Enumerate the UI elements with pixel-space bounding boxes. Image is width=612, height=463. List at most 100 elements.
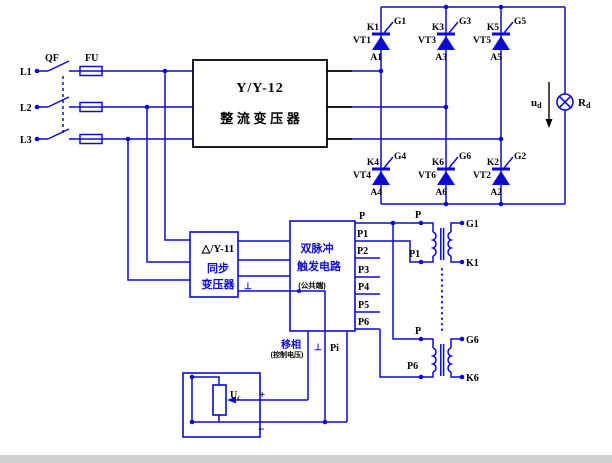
thyristor-name: VT6 [418, 171, 436, 181]
terminal-dot [459, 374, 465, 380]
thyristor-triangle [437, 36, 455, 50]
gate-lead [503, 21, 514, 34]
gate-lead [448, 156, 459, 169]
anode-label: A3 [435, 53, 447, 63]
gate-lead [448, 21, 459, 34]
phase-shift-label: 移相 [281, 338, 301, 351]
fuse-l3 [79, 133, 103, 145]
sync-transformer-box [189, 231, 239, 298]
power-input: L1 L2 L3 QF FU [20, 53, 193, 146]
fuse-label: FU [85, 53, 98, 64]
wire [450, 338, 462, 348]
cathode-label: K2 [487, 158, 499, 168]
ud-label: ud [531, 97, 542, 110]
junction-dot [418, 336, 424, 342]
gate-label: G5 [514, 17, 526, 27]
fuse-l1 [79, 65, 103, 77]
gate-out-label: G1 [466, 219, 479, 230]
fuse-l2 [79, 101, 103, 113]
pulse-transformer-2: P P6 G6 K6 [407, 326, 479, 384]
gate-label: G3 [459, 17, 471, 27]
cathode-label: K4 [367, 158, 379, 168]
terminal-label-p5: P5 [358, 300, 369, 311]
thyristor-triangle [492, 36, 510, 50]
phase-label-l1: L1 [20, 67, 32, 78]
gate-lead [383, 156, 394, 169]
wire [450, 256, 462, 263]
anode-label: A5 [490, 53, 502, 63]
uc-sub: c [237, 393, 241, 402]
thyristor-vt6: K6 G6 VT6 A6 [418, 152, 471, 198]
ud-sub: d [537, 101, 542, 110]
wiper-arrowhead [227, 396, 236, 404]
ground-symbol: ⊥ [314, 342, 322, 352]
gate-label: G1 [394, 17, 406, 27]
sync-transformer: △/Y-11 同步 变压器 ⊥ [201, 240, 326, 422]
p-rail-drop [392, 223, 434, 348]
gate-label: G6 [459, 152, 471, 162]
thyristor-triangle [372, 36, 390, 50]
trigger-line2: 触发电路 [296, 259, 342, 273]
cathode-label: K1 [367, 23, 379, 33]
p-rail [380, 222, 434, 232]
gate-out-label: G6 [466, 335, 479, 346]
terminal-dot [459, 220, 465, 226]
page-bottom-strip [0, 455, 612, 463]
thyristor-triangle [372, 171, 390, 185]
uc-label: Uc [230, 390, 241, 402]
terminal-dot [459, 259, 465, 265]
secondary-coil [447, 347, 454, 373]
junction-dot [418, 374, 424, 380]
gate-lead [503, 156, 514, 169]
potentiometer [212, 384, 227, 416]
anode-label: A6 [435, 188, 447, 198]
breaker-blade-l1 [47, 60, 70, 72]
thyristor-name: VT1 [353, 36, 371, 46]
pi-label: Pi [330, 343, 339, 354]
wire [127, 139, 190, 281]
terminal-label-p6: P6 [358, 317, 369, 328]
anode-label: A2 [490, 188, 502, 198]
thyristor-vt2: K2 G2 VT2 A2 [473, 152, 526, 198]
thyristor-vt1: K1 G1 VT1 A1 [353, 17, 406, 63]
gate-label: G2 [514, 152, 526, 162]
trigger-common-note: (公共端) [298, 280, 326, 290]
cathode-out-label: K1 [466, 258, 479, 269]
wire [450, 372, 462, 378]
thyristor-vt3: K3 G3 VT3 A3 [418, 17, 471, 63]
terminal-dot [459, 336, 465, 342]
pulse-output-wires [379, 220, 434, 380]
primary-pin-label: P6 [407, 361, 418, 372]
breaker-label: QF [45, 53, 59, 64]
wire [192, 376, 220, 385]
primary-p-label: P [415, 326, 421, 337]
cathode-label: K6 [432, 158, 444, 168]
gate-lead [383, 21, 394, 34]
cathode-label: K3 [432, 23, 444, 33]
breaker-blade-l3 [47, 128, 70, 140]
thyristor-name: VT5 [473, 36, 491, 46]
ud-arrowhead [545, 119, 553, 128]
junction-dot [418, 259, 424, 265]
junction-dot [418, 220, 424, 226]
p1-wire [380, 240, 434, 263]
gate-label: G4 [394, 152, 406, 162]
thyristor-triangle [437, 171, 455, 185]
terminal-label-p: P [359, 211, 365, 222]
junction-dot [443, 4, 449, 10]
thyristor-vt4: K4 G4 VT4 A4 [353, 152, 406, 198]
junction-dot [498, 201, 504, 207]
rectifier-transformer-model: Y/Y-12 [236, 81, 284, 96]
phase-shift-inputs: 移相 (控制电压) ⊥ Pi [271, 331, 348, 425]
terminal-label-p2: P2 [357, 246, 368, 257]
minus-label: − [258, 422, 265, 436]
junction-dot [498, 4, 504, 10]
lamp-cross [558, 95, 572, 109]
primary-coil [430, 347, 437, 373]
terminal-label-p4: P4 [358, 282, 369, 293]
ud-base: u [531, 97, 537, 109]
junction-dot [443, 201, 449, 207]
pulse-transformer-1: P P1 G1 K1 [409, 210, 479, 269]
sync-transformer-model: △/Y-11 [201, 243, 235, 255]
